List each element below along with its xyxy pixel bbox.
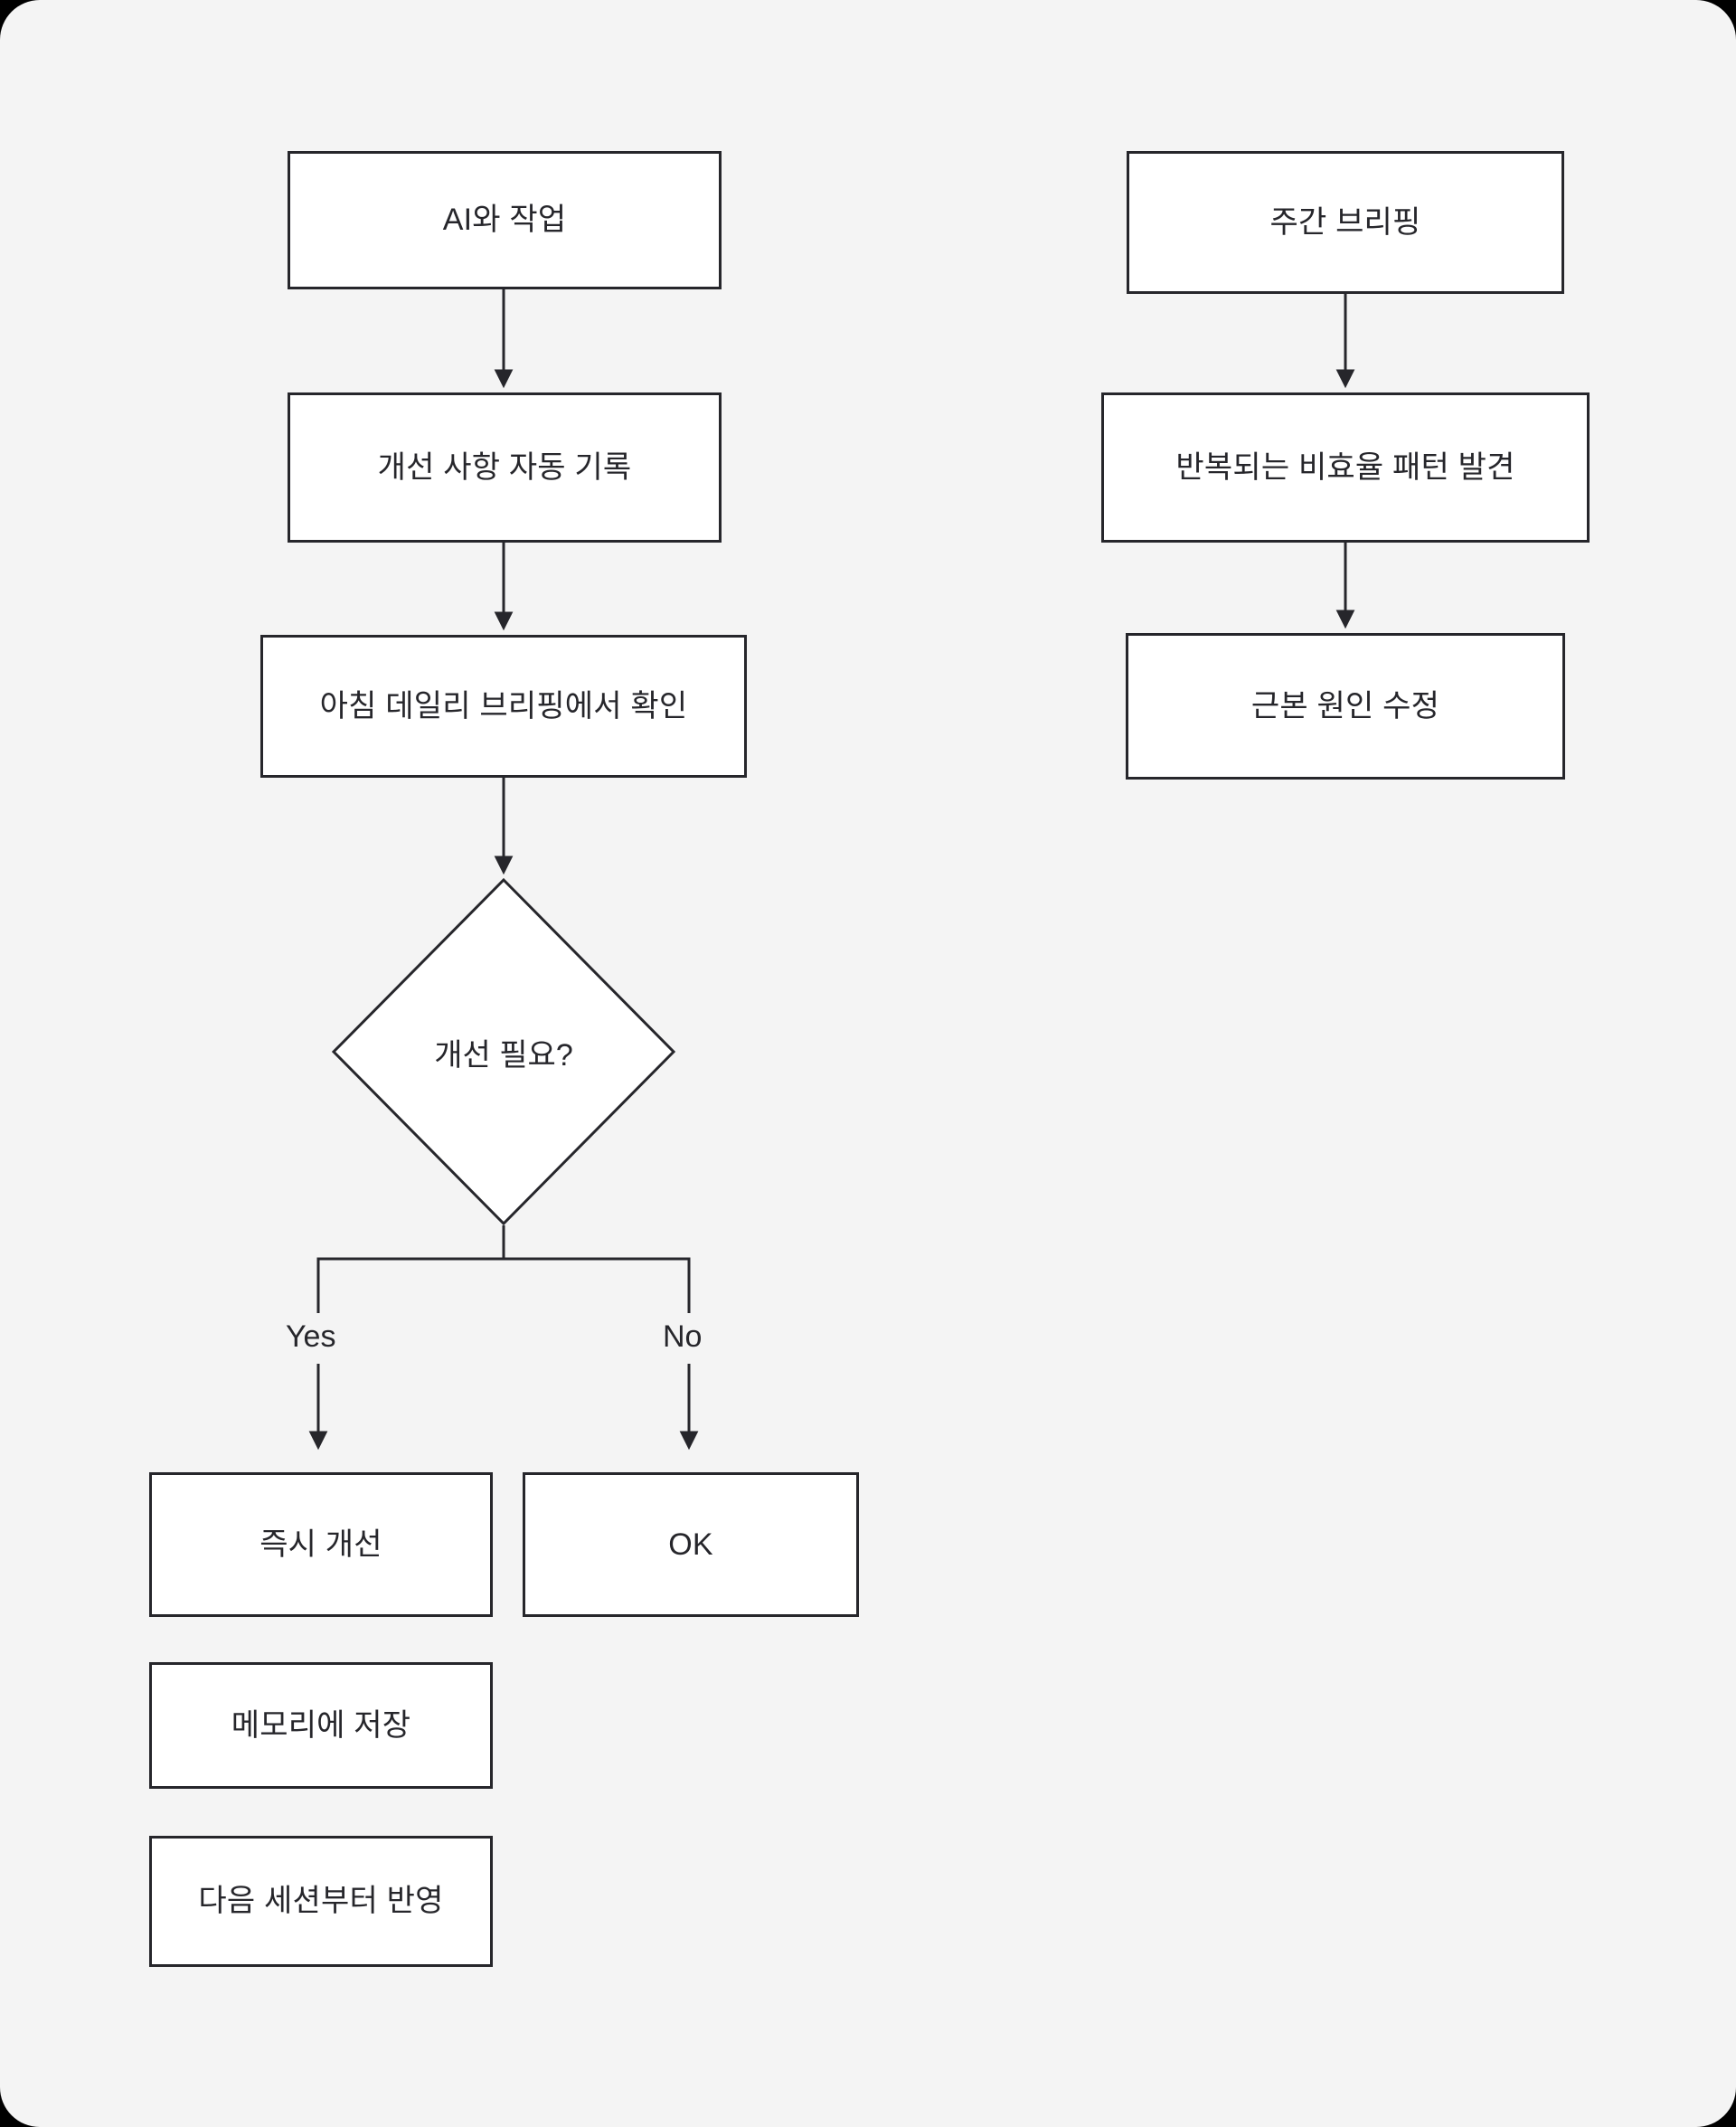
node-immediate-improvement[interactable]: 즉시 개선 [149,1472,493,1617]
node-apply-next-session[interactable]: 다음 세션부터 반영 [149,1836,493,1967]
node-ai-work[interactable]: AI와 작업 [288,151,722,289]
node-check-morning-briefing[interactable]: 아침 데일리 브리핑에서 확인 [260,635,747,778]
node-auto-record-improvements[interactable]: 개선 사항 자동 기록 [288,392,722,543]
decision-improvement-needed[interactable]: 개선 필요? [331,877,676,1226]
node-label: 즉시 개선 [259,1527,382,1562]
node-label: 다음 세션부터 반영 [198,1884,444,1919]
edge-label-yes: Yes [286,1321,335,1352]
edge-label-yes-text: Yes [286,1319,336,1354]
node-save-to-memory[interactable]: 메모리에 저장 [149,1662,493,1789]
node-label: AI와 작업 [442,203,567,238]
diamond-shape [331,877,676,1226]
node-label: 메모리에 저장 [231,1707,411,1743]
node-label: 아침 데일리 브리핑에서 확인 [319,688,688,723]
node-weekly-briefing[interactable]: 주간 브리핑 [1127,151,1564,294]
node-find-repeated-inefficiency[interactable]: 반복되는 비효율 패턴 발견 [1101,392,1590,543]
edge-decision-split-right [504,1257,691,1313]
edge-decision-split [316,1225,505,1313]
edge-label-no: No [663,1321,702,1352]
node-ok[interactable]: OK [523,1472,859,1617]
node-label: 개선 사항 자동 기록 [377,449,632,485]
node-label: 주간 브리핑 [1269,204,1421,240]
node-label: 반복되는 비효율 패턴 발견 [1175,449,1515,485]
node-label: 근본 원인 수정 [1250,688,1440,723]
node-fix-root-cause[interactable]: 근본 원인 수정 [1126,633,1565,780]
decision-label: 개선 필요? [434,1037,573,1073]
node-label: OK [668,1527,713,1562]
edge-label-no-text: No [663,1319,703,1354]
